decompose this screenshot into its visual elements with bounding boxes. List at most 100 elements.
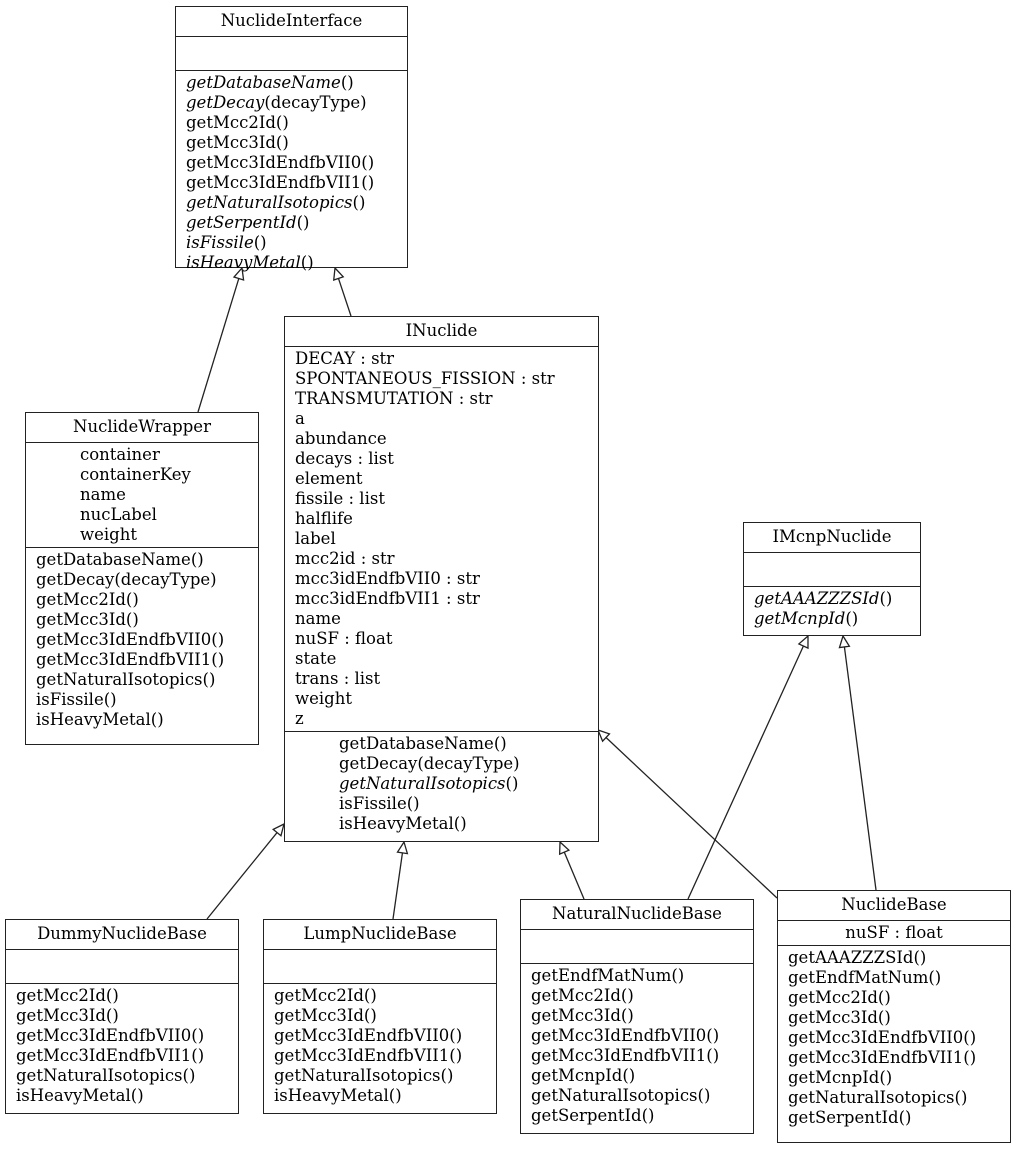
method-args: ()	[202, 670, 216, 689]
edge-line	[206, 832, 278, 920]
class-nuclide-interface[interactable]: NuclideInterface getDatabaseName()getDec…	[175, 6, 408, 272]
method-row: isHeavyMetal()	[36, 710, 248, 730]
method-args: ()	[622, 1066, 636, 1085]
method-row: getMcc3Id()	[531, 1006, 743, 1026]
method-row: getMcc2Id()	[274, 986, 486, 1006]
method-row: getNaturalIsotopics()	[274, 1066, 486, 1086]
method-row: getMcc2Id()	[36, 590, 248, 610]
method-name: getDatabaseName	[36, 550, 191, 569]
method-args: (decayType)	[114, 570, 217, 589]
method-name: getMcc3IdEndfbVII0	[16, 1026, 192, 1045]
class-natural-nuclide-base[interactable]: NaturalNuclideBase getEndfMatNum()getMcc…	[520, 899, 754, 1134]
method-name: getNaturalIsotopics	[16, 1066, 183, 1085]
method-args: ()	[440, 1066, 454, 1085]
method-row: getNaturalIsotopics()	[531, 1086, 743, 1106]
class-name: NuclideBase	[778, 891, 1010, 921]
method-args: ()	[449, 1046, 463, 1065]
method-row: getMcc3IdEndfbVII0()	[274, 1026, 486, 1046]
edge-line	[687, 645, 805, 900]
method-name: getMcc3Id	[274, 1006, 364, 1025]
inheritance-edge-lumpnuclidebase-to-inuclide	[392, 840, 409, 920]
method-name: getMcc3IdEndfbVII0	[531, 1026, 707, 1045]
method-args: ()	[275, 133, 289, 152]
method-row: getNaturalIsotopics()	[36, 670, 248, 690]
method-args: ()	[211, 630, 225, 649]
method-row: isFissile()	[186, 233, 397, 253]
method-name: getDecay	[36, 570, 115, 589]
class-lump-nuclide-base[interactable]: LumpNuclideBase getMcc2Id()getMcc3Id()ge…	[263, 919, 497, 1114]
method-name: getMcc3Id	[788, 1008, 878, 1027]
method-name: isHeavyMetal	[274, 1086, 389, 1105]
method-row: getMcc2Id()	[531, 986, 743, 1006]
method-name: getSerpentId	[531, 1106, 642, 1125]
method-args: ()	[963, 1048, 977, 1067]
method-row: getMcc3IdEndfbVII1()	[16, 1046, 228, 1066]
method-name: getDecay	[186, 93, 265, 112]
class-nuclide-base[interactable]: NuclideBase nuSF : float getAAAZZZSId()g…	[777, 890, 1011, 1143]
method-name: getMcc3IdEndfbVII1	[788, 1048, 964, 1067]
method-row: getNaturalIsotopics()	[295, 774, 588, 794]
method-row: getDecay(decayType)	[186, 93, 397, 113]
method-row: getNaturalIsotopics()	[186, 193, 397, 213]
method-name: getAAAZZZSId	[754, 589, 880, 608]
method-args: (decayType)	[264, 93, 367, 112]
method-row: getMcc3Id()	[186, 133, 397, 153]
attributes-compartment	[744, 553, 920, 587]
method-row: getDatabaseName()	[295, 734, 588, 754]
attributes-compartment	[521, 930, 753, 964]
methods-compartment: getAAAZZZSId()getEndfMatNum()getMcc2Id()…	[778, 946, 1010, 1130]
method-row: getMcc3Id()	[788, 1008, 1000, 1028]
method-name: getMcc2Id	[531, 986, 621, 1005]
class-name: NaturalNuclideBase	[521, 900, 753, 930]
method-args: ()	[913, 948, 927, 967]
method-name: isFissile	[186, 233, 254, 252]
method-row: isFissile()	[295, 794, 588, 814]
method-name: getMcc3IdEndfbVII0	[36, 630, 212, 649]
method-args: ()	[352, 193, 366, 212]
attribute-row: z	[295, 709, 304, 728]
inheritance-edge-naturalnuclidebase-to-inuclide	[558, 840, 585, 900]
method-args: ()	[363, 1006, 377, 1025]
hollow-triangle-arrowhead-icon	[797, 634, 809, 650]
class-name: NuclideWrapper	[26, 413, 258, 443]
method-row: getDatabaseName()	[36, 550, 248, 570]
attribute-row: fissile : list	[295, 489, 385, 508]
edge-line	[605, 737, 778, 899]
method-args: ()	[845, 609, 859, 628]
method-name: getMcc2Id	[36, 590, 126, 609]
method-row: getMcc2Id()	[186, 113, 397, 133]
method-row: getEndfMatNum()	[788, 968, 1000, 988]
method-name: getMcc3Id	[36, 610, 126, 629]
method-args: ()	[620, 1006, 634, 1025]
class-name: LumpNuclideBase	[264, 920, 496, 950]
class-imcnp-nuclide[interactable]: IMcnpNuclide getAAAZZZSId()getMcnpId()	[743, 522, 921, 636]
method-args: ()	[190, 550, 204, 569]
method-args: ()	[898, 1108, 912, 1127]
attribute-row: state	[295, 649, 337, 668]
class-dummy-nuclide-base[interactable]: DummyNuclideBase getMcc2Id()getMcc3Id()g…	[5, 919, 239, 1114]
method-row: getDecay(decayType)	[36, 570, 248, 590]
method-row: getMcc3IdEndfbVII0()	[36, 630, 248, 650]
attribute-row: abundance	[295, 429, 387, 448]
method-args: ()	[253, 233, 267, 252]
method-name: getEndfMatNum	[788, 968, 929, 987]
method-row: getMcc3IdEndfbVII1()	[788, 1048, 1000, 1068]
method-name: getMcnpId	[754, 609, 846, 628]
methods-compartment: getMcc2Id()getMcc3Id()getMcc3IdEndfbVII0…	[6, 984, 238, 1108]
method-args: ()	[641, 1106, 655, 1125]
methods-compartment: getDatabaseName()getDecay(decayType)getM…	[176, 71, 407, 275]
inheritance-edge-dummynuclidebase-to-inuclide	[206, 822, 285, 920]
method-row: isHeavyMetal()	[186, 253, 397, 273]
method-name: getMcc3IdEndfbVII1	[186, 173, 362, 192]
methods-compartment: getAAAZZZSId()getMcnpId()	[744, 587, 920, 631]
method-name: getMcc2Id	[186, 113, 276, 132]
method-name: getNaturalIsotopics	[531, 1086, 698, 1105]
method-row: getMcc3Id()	[36, 610, 248, 630]
attributes-compartment	[264, 950, 496, 984]
method-row: getMcc3IdEndfbVII0()	[186, 153, 397, 173]
attributes-compartment	[6, 950, 238, 984]
method-name: getNaturalIsotopics	[36, 670, 203, 689]
method-args: ()	[671, 966, 685, 985]
